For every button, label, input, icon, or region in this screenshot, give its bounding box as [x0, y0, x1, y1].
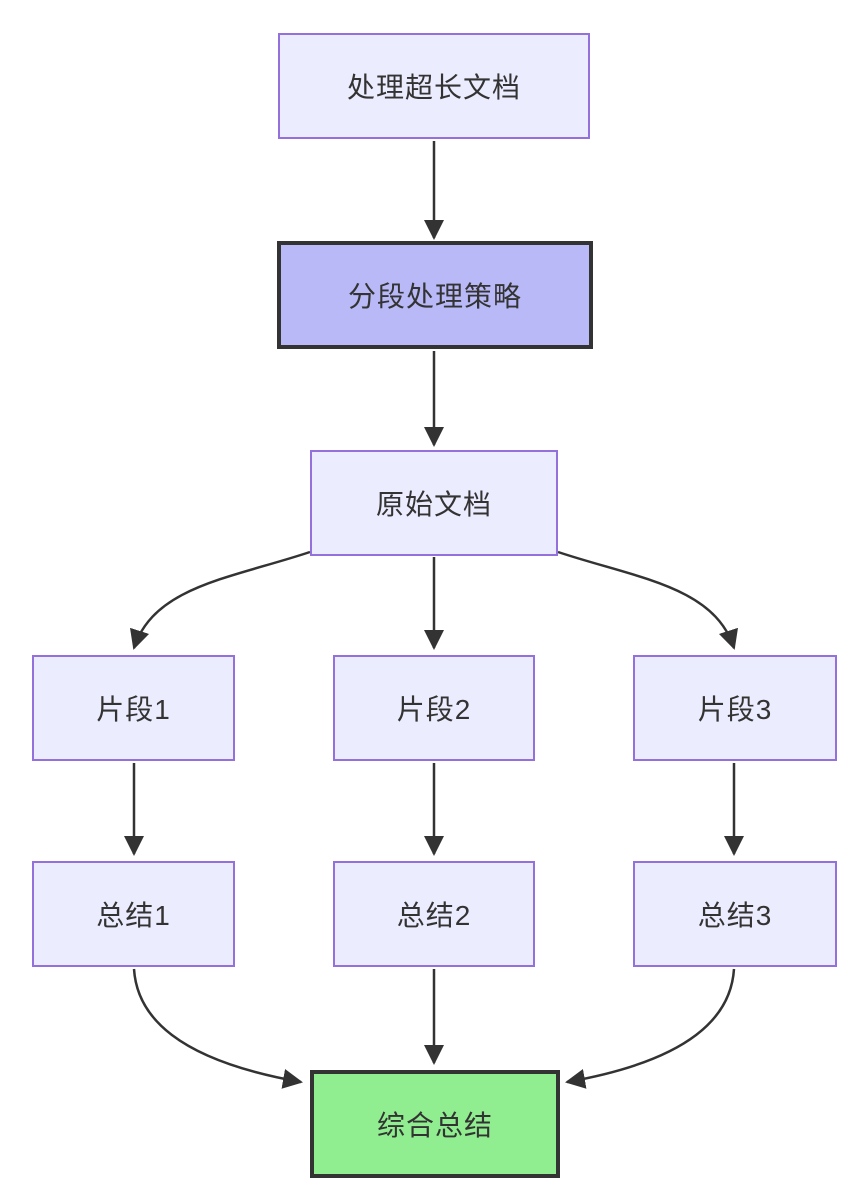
- node-summary-2: 总结2: [333, 861, 535, 967]
- edge-n3-p1: [130, 550, 311, 650]
- edge-s1-final: [132, 968, 303, 1089]
- node-original-doc: 原始文档: [310, 450, 558, 556]
- edge-n3-p3: [557, 550, 738, 650]
- node-summary-3-label: 总结3: [697, 900, 773, 931]
- node-original-doc-label: 原始文档: [375, 489, 492, 520]
- node-final-summary-label: 综合总结: [376, 1110, 493, 1141]
- node-fragment-1: 片段1: [32, 655, 235, 761]
- node-final-summary: 综合总结: [310, 1070, 560, 1178]
- node-fragment-3-label: 片段3: [697, 694, 773, 725]
- node-fragment-1-label: 片段1: [96, 694, 171, 725]
- node-summary-1-label: 总结1: [96, 900, 171, 931]
- node-process-long-doc-label: 处理超长文档: [346, 72, 521, 103]
- edge-s3-final: [565, 968, 736, 1089]
- node-fragment-3: 片段3: [633, 655, 837, 761]
- node-summary-2-label: 总结2: [396, 900, 472, 931]
- node-summary-1: 总结1: [32, 861, 235, 967]
- node-fragment-2: 片段2: [333, 655, 535, 761]
- node-summary-3: 总结3: [633, 861, 837, 967]
- node-segmentation-strategy: 分段处理策略: [277, 241, 593, 349]
- node-fragment-2-label: 片段2: [396, 694, 472, 725]
- node-process-long-doc: 处理超长文档: [278, 33, 590, 139]
- node-segmentation-strategy-label: 分段处理策略: [347, 281, 522, 312]
